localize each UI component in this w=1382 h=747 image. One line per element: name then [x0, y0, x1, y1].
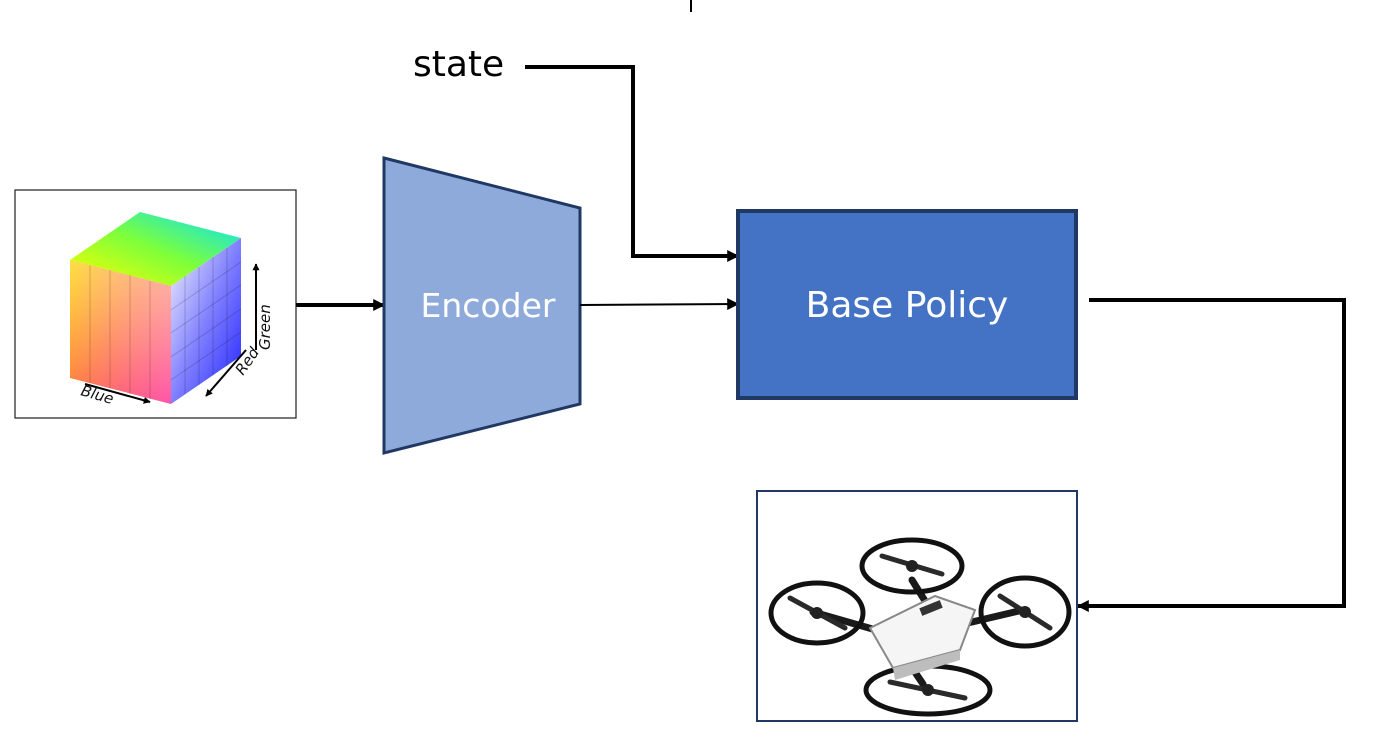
green-axis-label: Green — [256, 304, 274, 350]
base-policy-label: Base Policy — [806, 285, 1009, 326]
arrow-state-to-policy — [525, 65, 740, 262]
encoder-label: Encoder — [421, 286, 556, 325]
state-label: state — [413, 44, 504, 85]
drone-image — [756, 490, 1078, 722]
arrow-encoder-to-policy — [579, 298, 740, 311]
rgb-cube-image: Blue Red Green — [14, 189, 297, 419]
red-axis-arrow — [205, 349, 247, 397]
blue-axis-arrow — [84, 383, 151, 404]
encoder-block: Encoder — [382, 156, 582, 455]
base-policy-block: Base Policy — [736, 209, 1078, 400]
arrow-policy-to-drone — [1076, 298, 1346, 612]
